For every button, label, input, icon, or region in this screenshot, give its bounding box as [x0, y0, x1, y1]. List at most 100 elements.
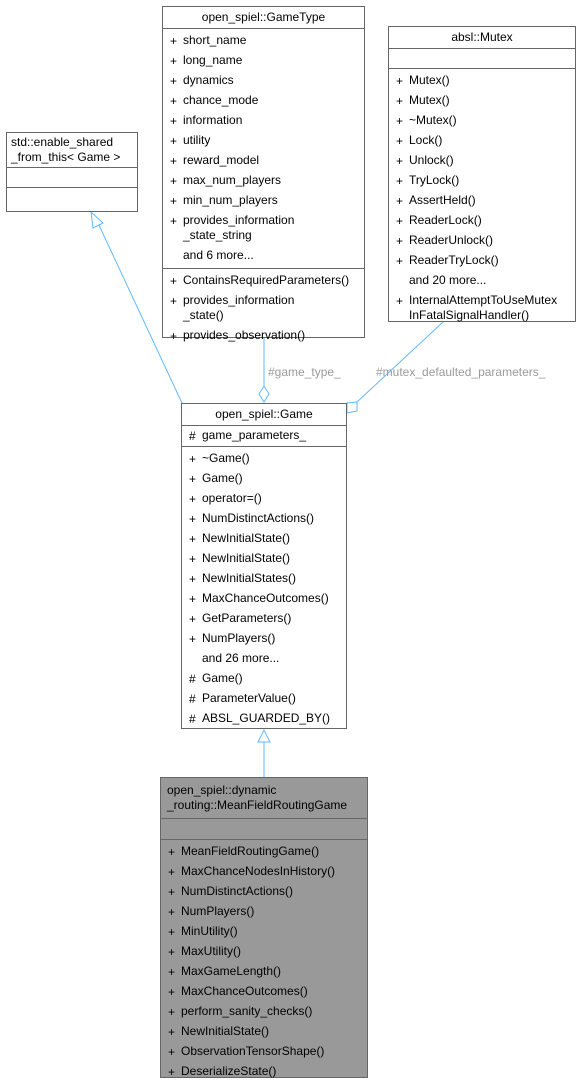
member-numdistinctactions[interactable]: +NumDistinctActions()	[182, 509, 346, 529]
member-label: and 6 more...	[183, 248, 254, 262]
visibility-marker: +	[396, 234, 404, 248]
member-newinitialstates[interactable]: +NewInitialStates()	[182, 569, 346, 589]
member-operator[interactable]: +operator=()	[182, 489, 346, 509]
member-label: ContainsRequiredParameters()	[183, 273, 350, 287]
member-short-name[interactable]: +short_name	[163, 31, 364, 51]
member-assertheld[interactable]: +AssertHeld()	[389, 191, 575, 211]
member-label: NewInitialState()	[181, 1024, 270, 1038]
member-readertrylock[interactable]: +ReaderTryLock()	[389, 251, 575, 271]
member-label: chance_mode	[183, 93, 259, 107]
member-lock[interactable]: +Lock()	[389, 131, 575, 151]
member-readerunlock[interactable]: + ReaderUnlock()	[389, 231, 575, 251]
game-type-class[interactable]: open_spiel::GameType +short_name+long_na…	[162, 6, 365, 343]
visibility-marker: +	[396, 194, 404, 208]
member-label: MaxChanceOutcomes()	[202, 591, 329, 605]
member-game-parameters[interactable]: #game_parameters_	[182, 426, 346, 446]
attributes-section: +short_name+long_name+dynamics+chance_mo…	[163, 29, 364, 269]
member-chance-mode[interactable]: +chance_mode	[163, 91, 364, 111]
member-deserializestate[interactable]: +DeserializeState()	[161, 1062, 367, 1082]
member-newinitialstate[interactable]: +NewInitialState()	[182, 529, 346, 549]
member-min-num-players[interactable]: +min_num_players	[163, 191, 364, 211]
visibility-marker: +	[396, 94, 404, 108]
member-newinitialstate[interactable]: +NewInitialState()	[161, 1022, 367, 1042]
visibility-marker: +	[170, 329, 178, 343]
visibility-marker: +	[170, 274, 178, 288]
member-provides-observation[interactable]: +provides_observation()	[163, 326, 364, 346]
member-maxgamelength[interactable]: +MaxGameLength()	[161, 962, 367, 982]
member-mutex[interactable]: +Mutex()	[389, 71, 575, 91]
member-internalattempttousemutex-infatalsignalhandler[interactable]: +InternalAttemptToUseMutex InFatalSignal…	[389, 291, 575, 326]
member-label: provides_information _state_string	[183, 213, 295, 242]
member-unlock[interactable]: +Unlock()	[389, 151, 575, 171]
more-members-link[interactable]: and 20 more...	[389, 271, 575, 291]
member-game[interactable]: +~Game()	[182, 449, 346, 469]
member-getparameters[interactable]: +GetParameters()	[182, 609, 346, 629]
member-provides-information-state-string[interactable]: +provides_information _state_string	[163, 211, 364, 246]
visibility-marker: +	[170, 34, 178, 48]
enable-shared-from-this-class[interactable]: std::enable_shared _from_this< Game >	[6, 132, 138, 212]
member-label: min_num_players	[183, 193, 278, 207]
member-label: TryLock()	[409, 173, 460, 187]
visibility-marker: +	[189, 572, 197, 586]
visibility-marker: +	[189, 512, 197, 526]
visibility-marker: +	[168, 1005, 176, 1019]
member-numplayers[interactable]: +NumPlayers()	[182, 629, 346, 649]
game-class[interactable]: open_spiel::Game #game_parameters_ +~Gam…	[181, 403, 347, 729]
member-label: and 26 more...	[202, 651, 280, 665]
member-minutility[interactable]: +MinUtility()	[161, 922, 367, 942]
member-label: Lock()	[409, 133, 443, 147]
member-label: MaxChanceNodesInHistory()	[181, 864, 336, 878]
visibility-marker: +	[170, 54, 178, 68]
member-game[interactable]: #Game()	[182, 669, 346, 689]
member-provides-information-state[interactable]: +provides_information _state()	[163, 291, 364, 326]
member-observationtensorshape[interactable]: +ObservationTensorShape()	[161, 1042, 367, 1062]
member-label: Mutex()	[409, 73, 450, 87]
member-dynamics[interactable]: +dynamics	[163, 71, 364, 91]
member-meanfieldroutinggame[interactable]: +MeanFieldRoutingGame()	[161, 842, 367, 862]
more-members-link[interactable]: and 26 more...	[182, 649, 346, 669]
member-numplayers[interactable]: +NumPlayers()	[161, 902, 367, 922]
more-members-link[interactable]: and 6 more...	[163, 246, 364, 266]
mean-field-routing-game-class[interactable]: open_spiel::dynamic _routing::MeanFieldR…	[160, 777, 368, 1079]
member-perform-sanity-checks[interactable]: +perform_sanity_checks()	[161, 1002, 367, 1022]
member-newinitialstate[interactable]: +NewInitialState()	[182, 549, 346, 569]
visibility-marker: #	[189, 672, 196, 686]
member-trylock[interactable]: +TryLock()	[389, 171, 575, 191]
member-mutex[interactable]: +Mutex()	[389, 91, 575, 111]
absl-mutex-class[interactable]: absl::Mutex +Mutex()+Mutex()+~Mutex()+Lo…	[388, 26, 576, 322]
member-numdistinctactions[interactable]: +NumDistinctActions()	[161, 882, 367, 902]
member-label: NumDistinctActions()	[181, 884, 294, 898]
member-label: MaxUtility()	[181, 944, 241, 958]
member-long-name[interactable]: + long_name	[163, 51, 364, 71]
member-game[interactable]: +Game()	[182, 469, 346, 489]
class-title: open_spiel::Game	[182, 404, 346, 426]
member-mutex[interactable]: +~Mutex()	[389, 111, 575, 131]
member-label: operator=()	[202, 491, 262, 505]
member-reward-model[interactable]: +reward_model	[163, 151, 364, 171]
attributes-section: #game_parameters_	[182, 426, 346, 447]
visibility-marker: +	[168, 945, 176, 959]
visibility-marker: +	[170, 174, 178, 188]
methods-section: + ContainsRequiredParameters() +provides_i…	[163, 269, 364, 348]
member-label: ReaderUnlock()	[409, 233, 494, 247]
member-maxutility[interactable]: + MaxUtility()	[161, 942, 367, 962]
visibility-marker: +	[189, 452, 197, 466]
member-maxchanceoutcomes[interactable]: +MaxChanceOutcomes()	[182, 589, 346, 609]
member-maxchancenodesinhistory[interactable]: +MaxChanceNodesInHistory()	[161, 862, 367, 882]
member-absl-guarded-by[interactable]: #ABSL_GUARDED_BY()	[182, 709, 346, 729]
visibility-marker: #	[189, 429, 196, 443]
member-parametervalue[interactable]: #ParameterValue()	[182, 689, 346, 709]
inheritance-arrowhead-enable-shared	[90, 210, 104, 229]
member-label: dynamics	[183, 73, 234, 87]
member-readerlock[interactable]: +ReaderLock()	[389, 211, 575, 231]
member-maxchanceoutcomes[interactable]: +MaxChanceOutcomes()	[161, 982, 367, 1002]
member-utility[interactable]: +utility	[163, 131, 364, 151]
member-containsrequiredparameters[interactable]: + ContainsRequiredParameters()	[163, 271, 364, 291]
visibility-marker: +	[396, 214, 404, 228]
member-label: Game()	[202, 471, 243, 485]
visibility-marker: +	[168, 905, 176, 919]
member-label: long_name	[183, 53, 243, 67]
member-information[interactable]: +information	[163, 111, 364, 131]
member-max-num-players[interactable]: +max_num_players	[163, 171, 364, 191]
